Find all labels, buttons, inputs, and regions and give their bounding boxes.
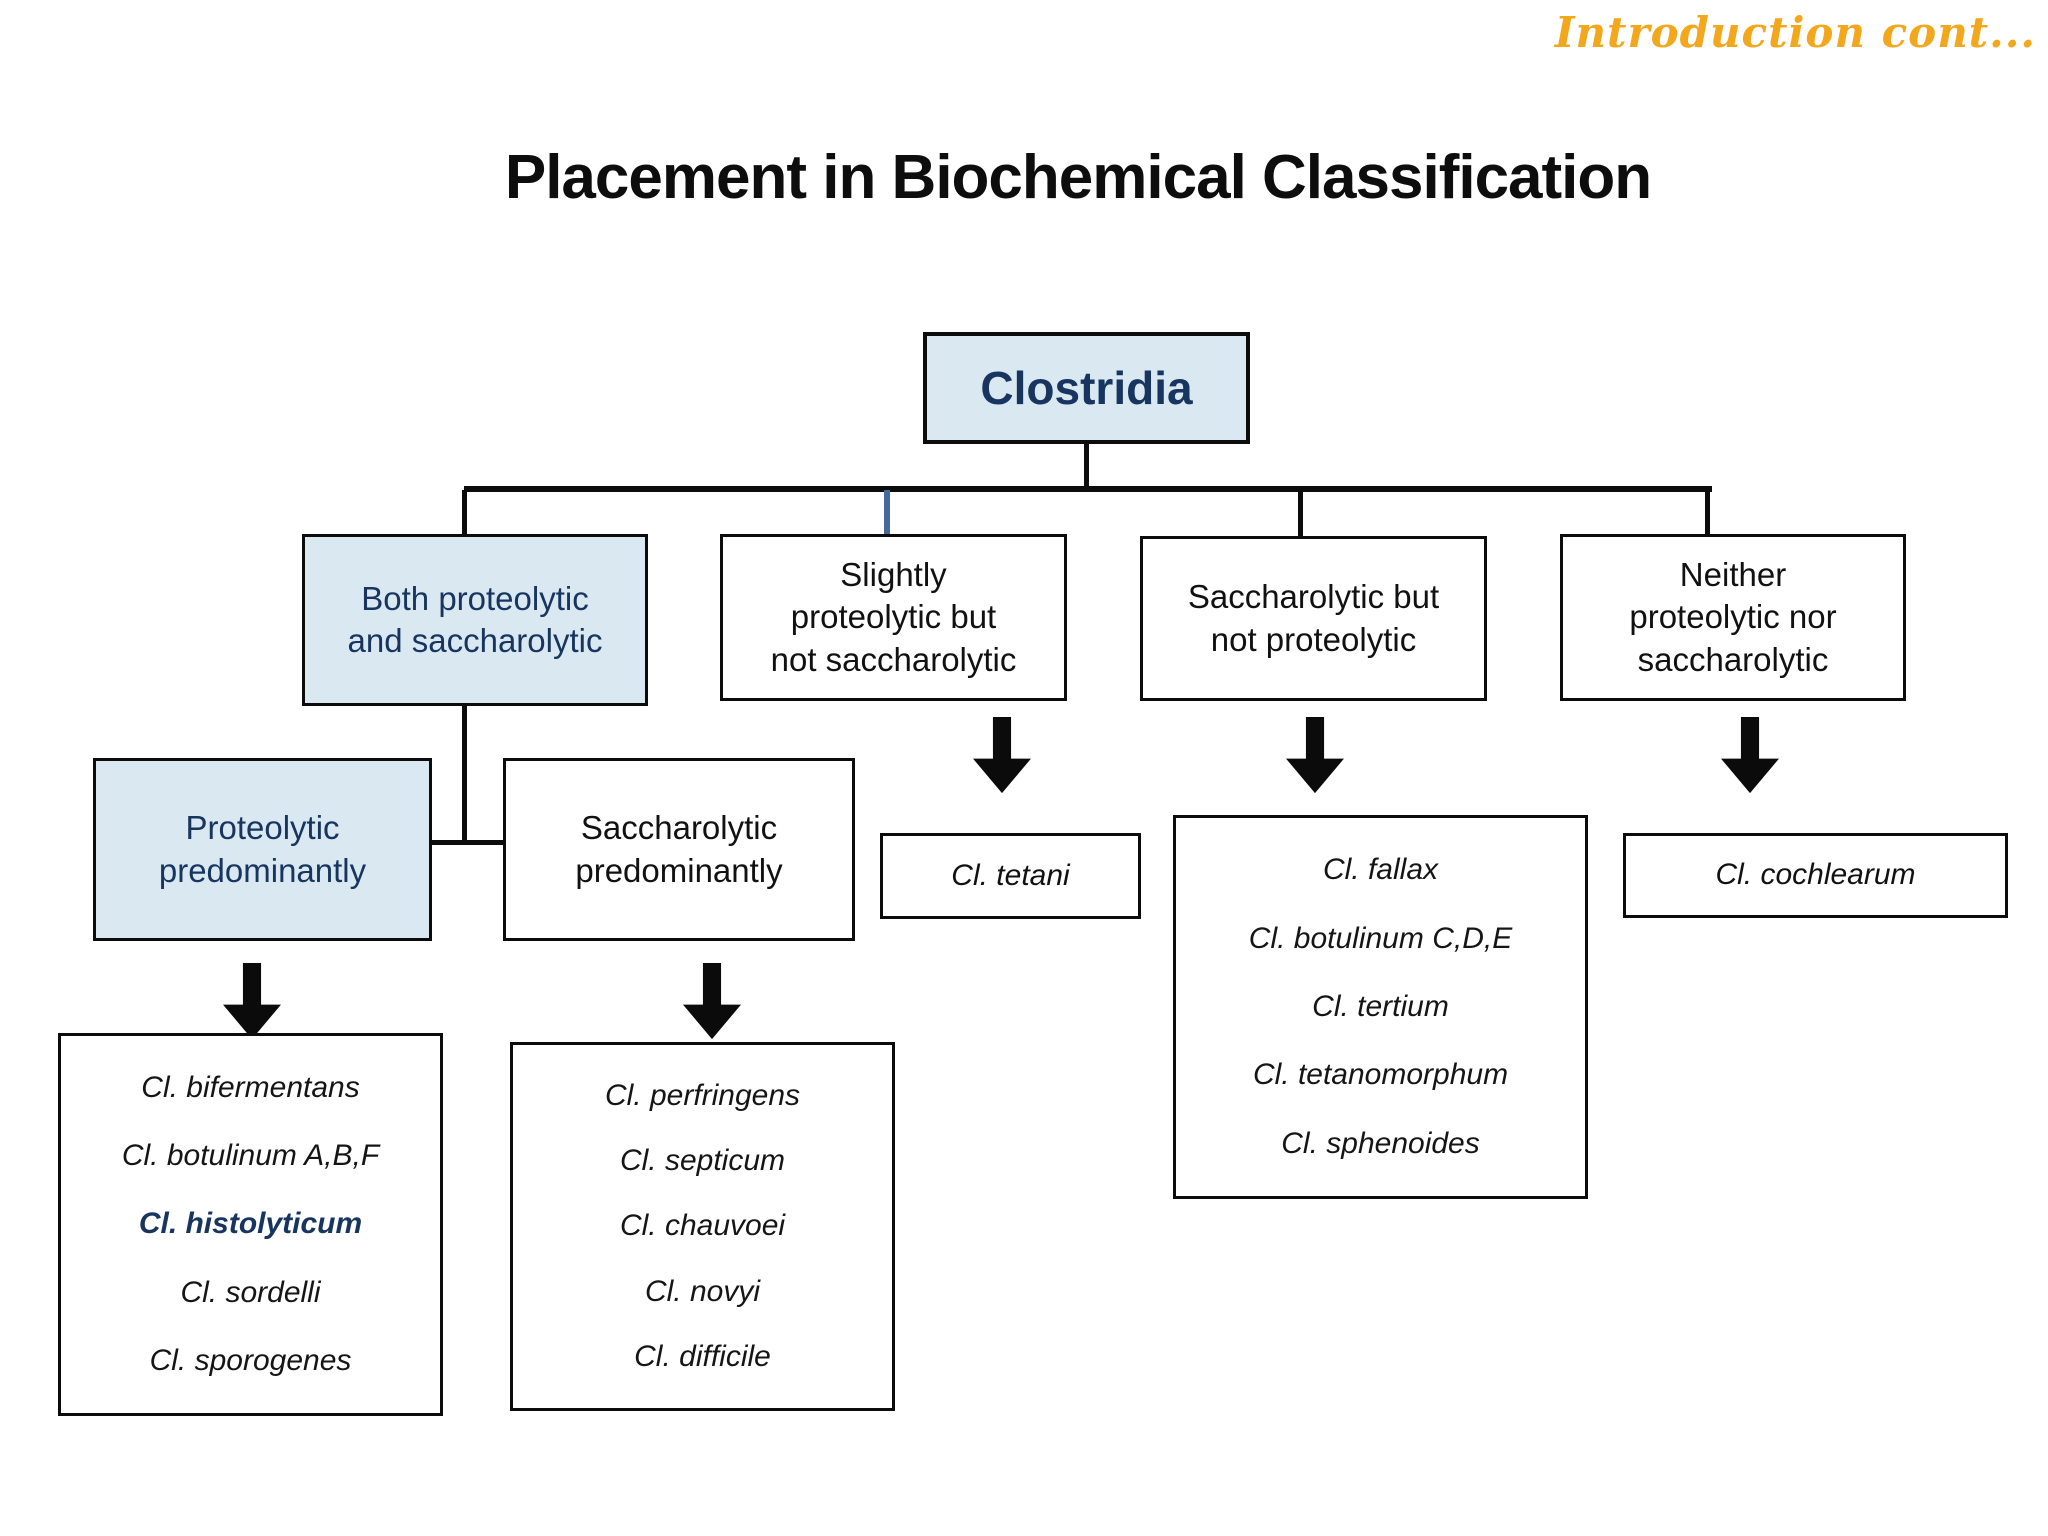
species-item: Cl. septicum bbox=[619, 1144, 786, 1178]
species-item: Cl. perfringens bbox=[604, 1078, 801, 1112]
node-saccharolytic-not-proteolytic: Saccharolytic but not proteolytic bbox=[1140, 536, 1487, 701]
node-cl-tetani: Cl. tetani bbox=[880, 833, 1141, 919]
page-title: Placement in Biochemical Classification bbox=[504, 143, 1652, 212]
species-item: Cl. botulinum C,D,E bbox=[1248, 921, 1513, 955]
connector-drop-neither bbox=[1705, 490, 1710, 536]
species-item: Cl. difficile bbox=[634, 1340, 771, 1374]
node-proteolytic-predominantly: Proteolytic predominantly bbox=[93, 758, 432, 941]
connector-drop-both bbox=[462, 490, 467, 536]
connector-sub-horizontal bbox=[430, 840, 506, 845]
node-cl-cochlearum: Cl. cochlearum bbox=[1623, 833, 2008, 918]
node-neither-proteolytic-saccharolytic: Neither proteolytic nor saccharolytic bbox=[1560, 534, 1906, 701]
node-slightly-proteolytic: Slightly proteolytic but not saccharolyt… bbox=[720, 534, 1067, 701]
species-item: Cl. chauvoei bbox=[619, 1209, 786, 1243]
species-item: Cl. tertium bbox=[1312, 989, 1449, 1023]
connector-main-horizontal bbox=[464, 486, 1712, 492]
species-item: Cl. sphenoides bbox=[1281, 1126, 1480, 1160]
connector-root-vertical bbox=[1084, 443, 1089, 489]
species-item: Cl. sordelli bbox=[180, 1275, 321, 1309]
species-item: Cl. histolyticum bbox=[138, 1207, 363, 1241]
node-clostridia: Clostridia bbox=[923, 332, 1250, 444]
connector-drop-slightly bbox=[884, 490, 890, 536]
species-item: Cl. novyi bbox=[644, 1274, 761, 1308]
species-item: Cl. bifermentans bbox=[141, 1071, 360, 1105]
connector-drop-saccharolytic bbox=[1298, 490, 1303, 538]
down-arrow-cochlearum bbox=[1721, 714, 1779, 796]
species-item: Cl. sporogenes bbox=[149, 1343, 352, 1377]
down-arrow-proteolytic-group bbox=[223, 960, 281, 1042]
species-item: Cl. tetanomorphum bbox=[1252, 1058, 1509, 1092]
down-arrow-saccharolytic-group bbox=[1286, 714, 1344, 796]
node-both-proteolytic-saccharolytic: Both proteolytic and saccharolytic bbox=[302, 534, 648, 706]
species-item: Cl. botulinum A,B,F bbox=[121, 1139, 380, 1173]
down-arrow-saccharolytic-pred-group bbox=[683, 960, 741, 1042]
node-saccharolytic-predominantly: Saccharolytic predominantly bbox=[503, 758, 855, 941]
slide-continuation-note: Introduction cont... bbox=[1554, 8, 2036, 57]
down-arrow-tetani bbox=[973, 714, 1031, 796]
connector-both-vertical bbox=[462, 702, 467, 844]
species-item: Cl. fallax bbox=[1322, 853, 1439, 887]
